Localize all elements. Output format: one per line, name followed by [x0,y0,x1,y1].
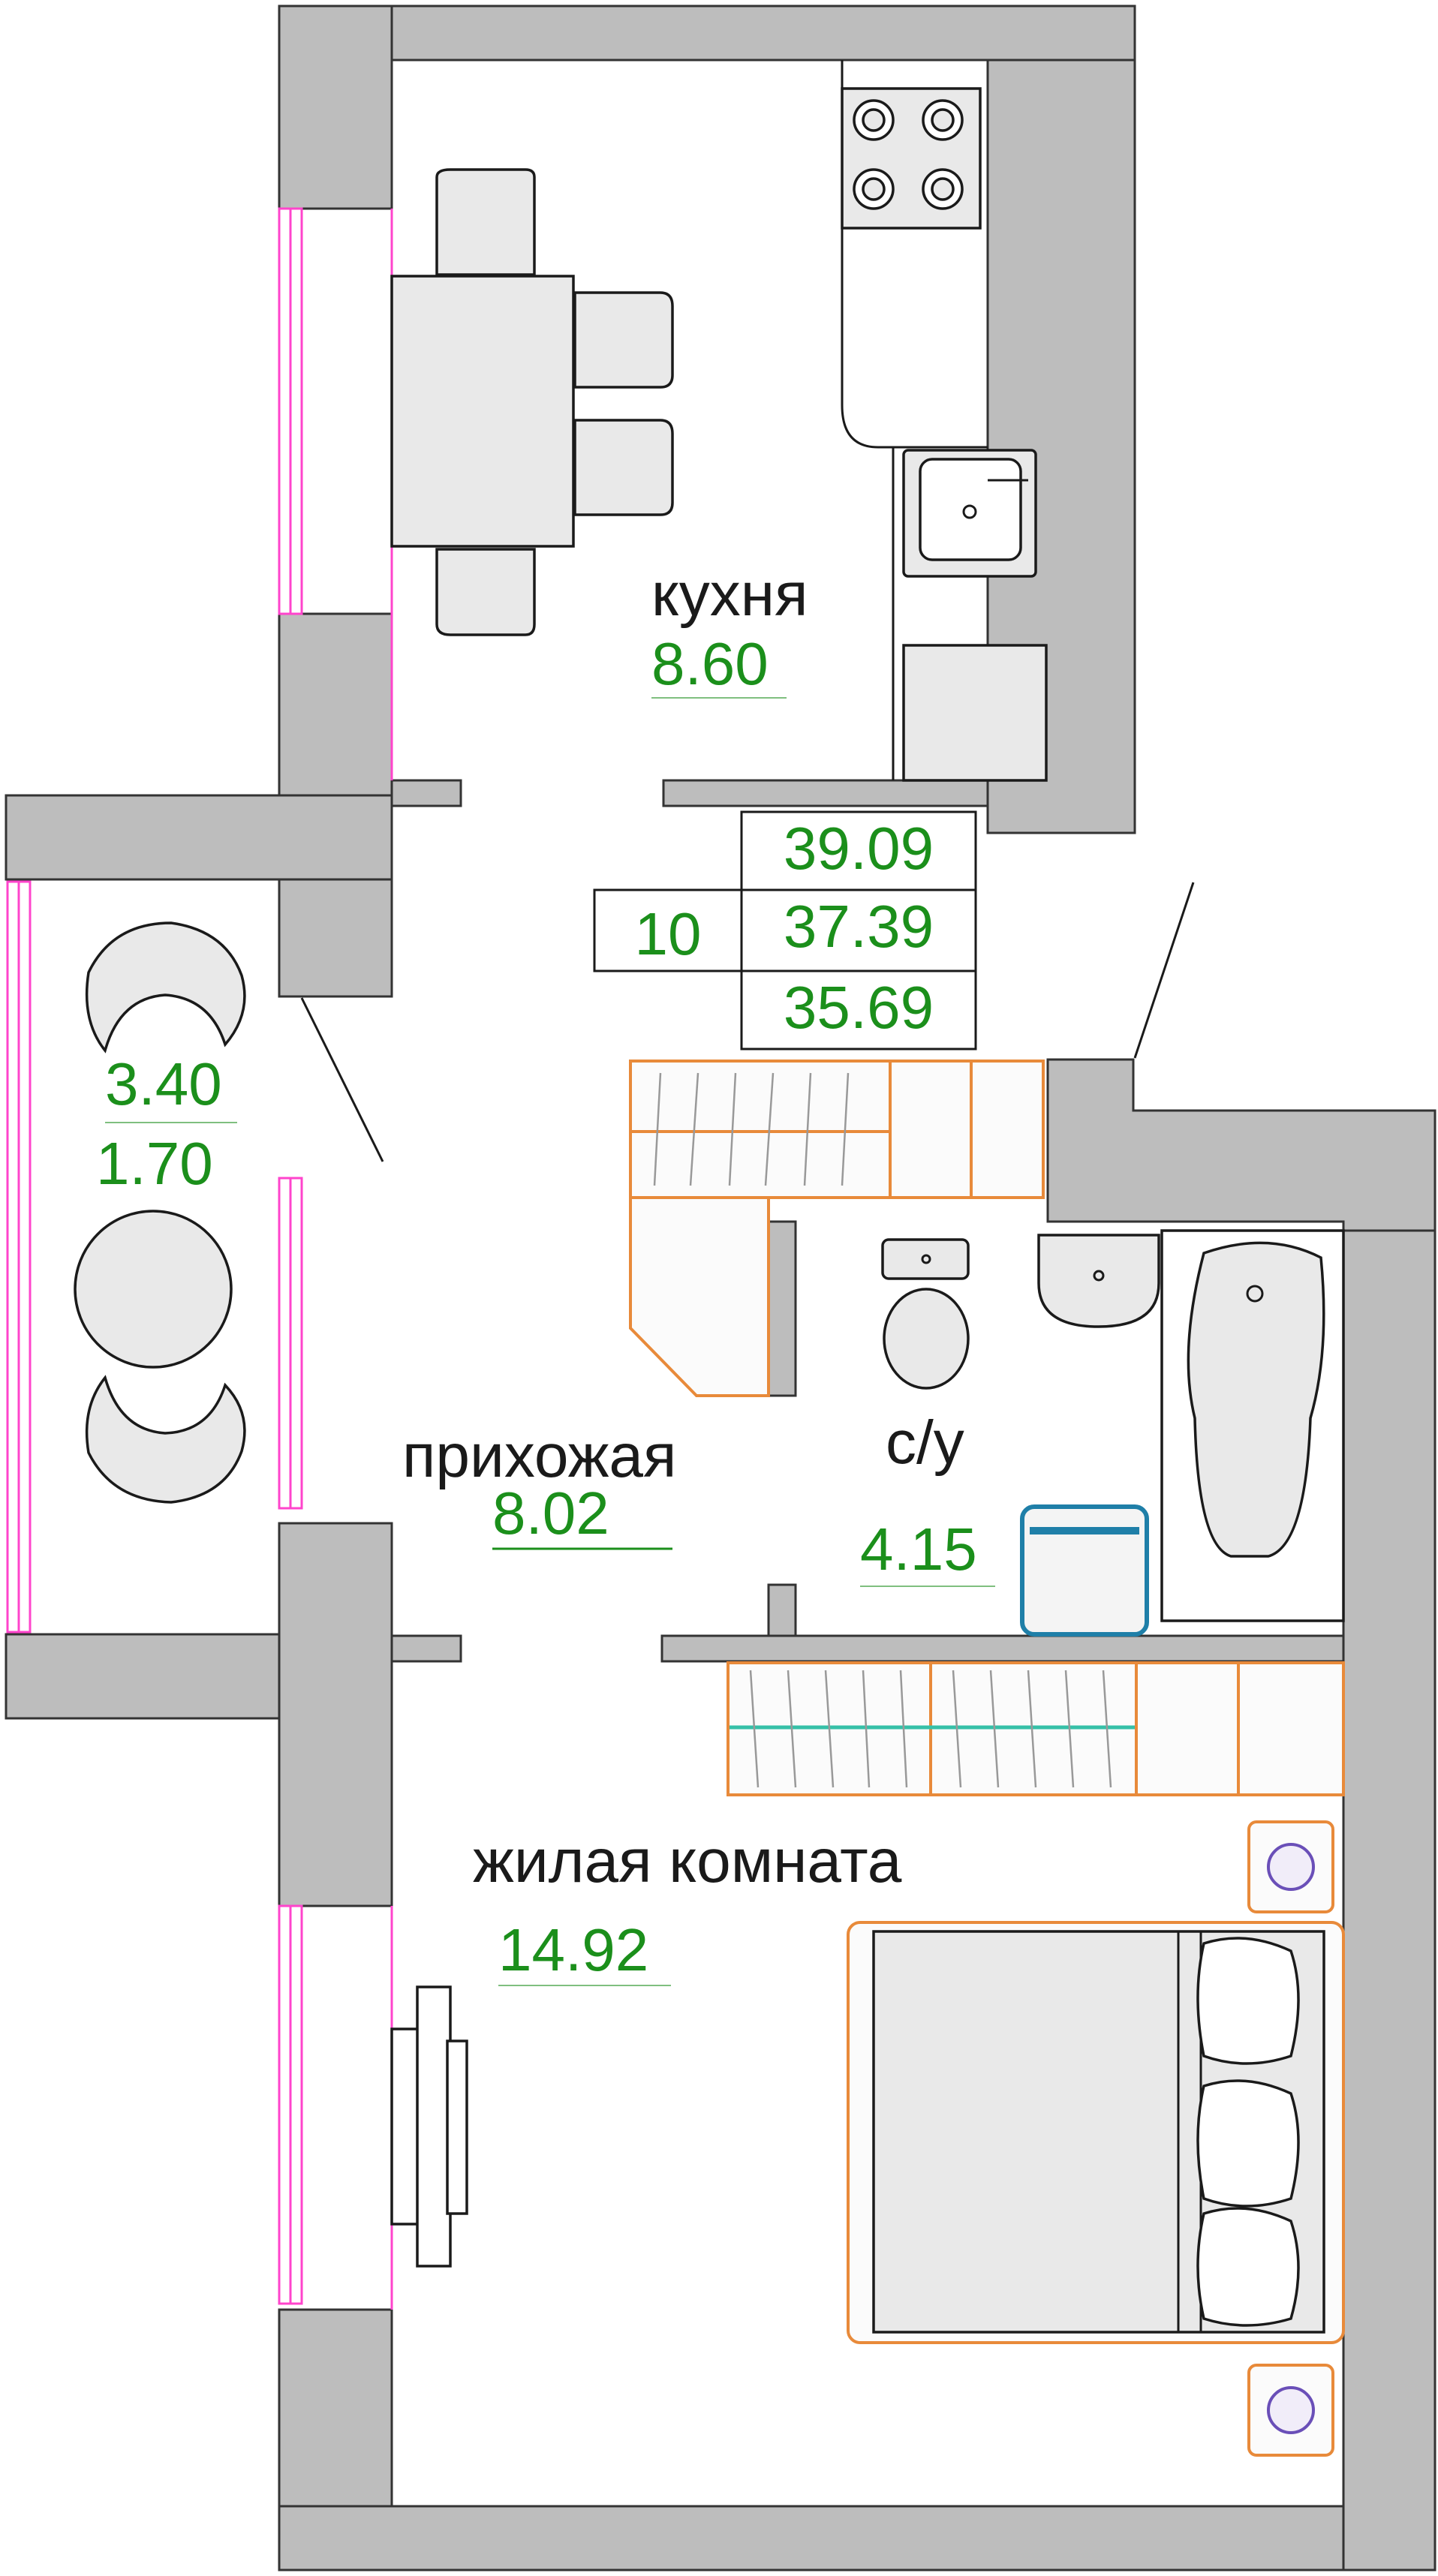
area-with-coefficient: 37.39 [784,893,934,960]
kitchen-counter [841,60,988,449]
bathroom-area: 4.15 [860,1516,977,1583]
kitchen-name: кухня [651,561,808,629]
window-living [278,1904,393,2310]
windows [6,207,393,2310]
balcony-table [74,1210,233,1369]
bathroom-name: с/у [886,1408,964,1477]
partition-living-right [660,1634,1345,1663]
window-balcony-inner [278,1177,303,1510]
balcony-area: 3.40 [105,1051,222,1117]
wall-left-kitchen [278,5,393,210]
refrigerator [902,644,1048,782]
wall-left-living-pier [278,1522,393,1907]
kitchen-furniture [390,60,1048,782]
wall-bathroom-left-lower [767,1583,797,1637]
chair [573,419,674,516]
lamp-icon [1267,1843,1315,1891]
chair [573,291,674,389]
wall-right-outer [1342,1109,1436,2571]
lamp-icon [1267,2386,1315,2434]
living-total-cell [740,969,977,1051]
tv [416,1985,452,2268]
armchair [85,921,246,1054]
floor-number: 10 [635,900,702,967]
chair [435,548,536,636]
wall-bottom [278,2505,1436,2571]
washing-machine [1020,1504,1149,1637]
wall-balcony-top [5,794,393,881]
living-room-area: 14.92 [498,1916,648,1983]
area-summary-table: 10 39.09 37.39 35.69 [593,810,977,1051]
bathroom-furniture [881,1229,1345,1637]
door-balcony [300,997,384,1162]
kitchen-area: 8.60 [651,630,769,697]
armchair [85,1375,246,1504]
partition-living-left [390,1634,462,1663]
wall-top [278,5,1136,62]
pillow [1196,1937,1300,2065]
hallway-name: прихожая [402,1422,676,1490]
window-balcony-outer [6,880,32,1634]
living-room-name: жилая комната [473,1827,902,1895]
balcony-area-reduced: 1.70 [96,1130,213,1197]
dining-table [390,275,575,548]
living-furniture [390,1661,1345,2457]
room-labels: кухня 8.60 3.40 1.70 прихожая 8.02 с/у 4… [96,561,995,1986]
toilet-tank [881,1238,970,1280]
hallway-wardrobe [629,1060,1045,1397]
wall-bathroom-left [767,1220,797,1397]
pillow [1196,2207,1300,2327]
toilet-bowl [883,1288,970,1390]
door-entrance [1133,882,1195,1059]
total-area: 39.09 [784,815,934,882]
wall-bathroom-top [1046,1058,1436,1232]
partition-kitchen-right [662,779,989,807]
partition-kitchen-left [390,779,462,807]
living-total: 35.69 [784,974,934,1041]
balcony-furniture [74,921,246,1504]
hallway-area: 8.02 [492,1480,609,1547]
pillow [1196,2079,1300,2208]
chair [435,168,536,276]
